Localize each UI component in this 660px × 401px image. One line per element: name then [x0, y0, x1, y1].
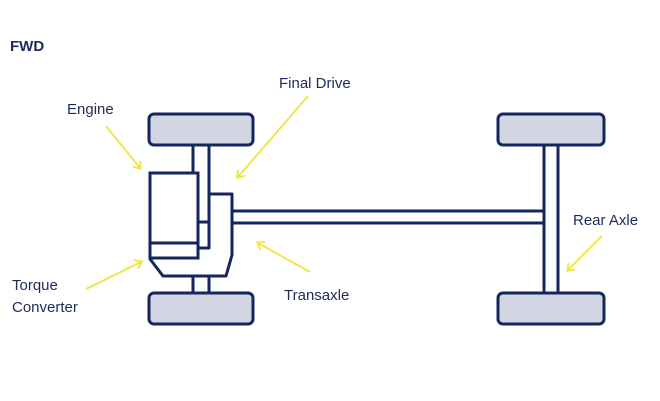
rear-right-wheel — [496, 291, 606, 326]
diagram-title: FWD — [10, 38, 44, 55]
engine-callout-arrow — [105, 125, 140, 168]
front-left-wheel — [147, 112, 255, 147]
torque-converter-callout-arrow — [85, 262, 141, 290]
drive-shaft — [228, 209, 554, 225]
rear-axle-callout-arrow — [568, 235, 603, 270]
front-right-wheel — [147, 291, 255, 326]
rear-axle-shaft — [542, 140, 560, 296]
torque-converter-label-line2: Converter — [12, 299, 78, 316]
transaxle-label: Transaxle — [284, 287, 349, 304]
transaxle-callout-arrow — [258, 243, 311, 273]
final-drive-callout-arrow — [238, 95, 309, 177]
rear-left-wheel — [496, 112, 606, 147]
final-drive-label: Final Drive — [279, 75, 351, 92]
rear-axle-label: Rear Axle — [573, 212, 638, 229]
torque-converter-label-line1: Torque — [12, 277, 58, 294]
engine-block — [148, 171, 200, 245]
engine-label: Engine — [67, 101, 114, 118]
